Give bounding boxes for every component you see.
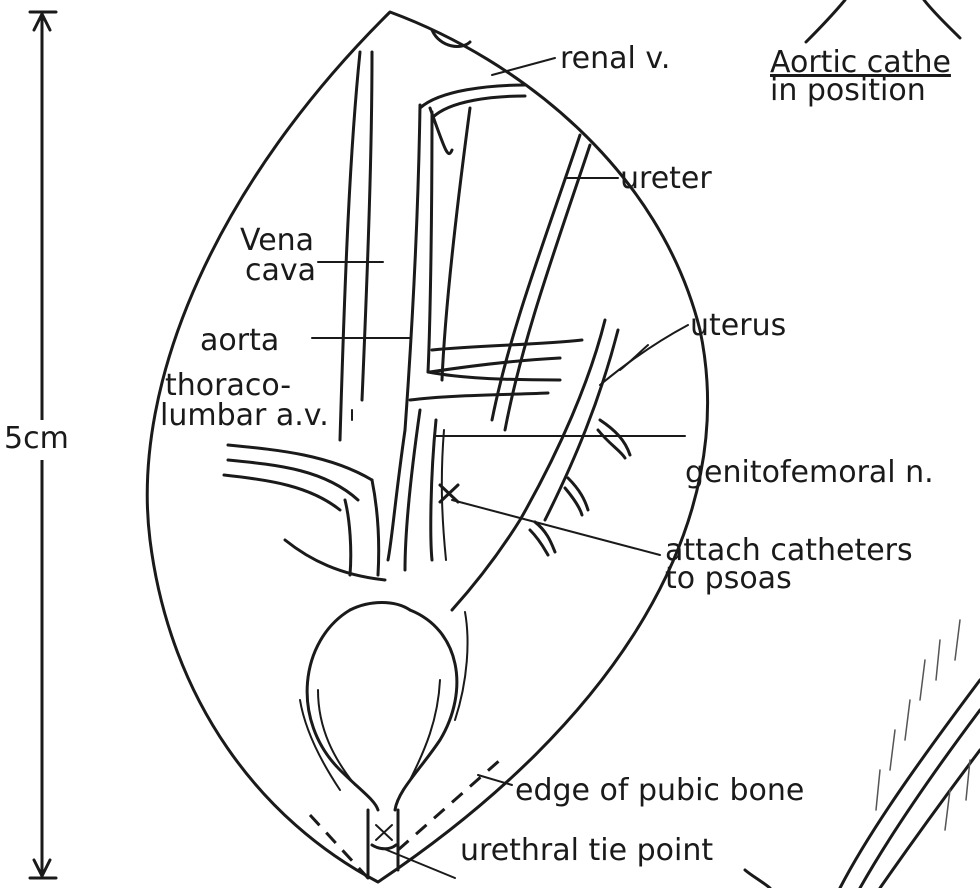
dissection-outline <box>147 12 707 882</box>
thoracolumbar-vessels <box>224 445 385 580</box>
label-renal-v: renal v. <box>560 41 670 76</box>
renal-vein <box>420 85 525 154</box>
bladder <box>300 603 468 811</box>
label-ureter: ureter <box>620 161 712 196</box>
sketch-fragment-bottom <box>745 620 980 888</box>
vena-cava <box>340 52 372 440</box>
aorta <box>405 105 432 430</box>
label-thoraco-line2: lumbar a.v. <box>160 398 329 433</box>
label-attach-line2: to psoas <box>665 561 792 596</box>
scale-label: 5cm <box>4 421 69 456</box>
sketch-fragment-top <box>806 0 960 42</box>
iliac-vessels <box>388 372 560 570</box>
ureter <box>442 108 590 430</box>
label-uterus: uterus <box>690 308 786 343</box>
label-aorta: aorta <box>200 323 279 358</box>
urethra <box>368 810 398 878</box>
label-vena-cava-line2: cava <box>245 253 316 288</box>
label-aortic-catheter-line2: in position <box>770 73 926 108</box>
label-edge-pubic: edge of pubic bone <box>515 773 804 808</box>
label-urethral: urethral tie point <box>460 833 713 868</box>
label-genitofemoral: genitofemoral n. <box>685 455 934 490</box>
